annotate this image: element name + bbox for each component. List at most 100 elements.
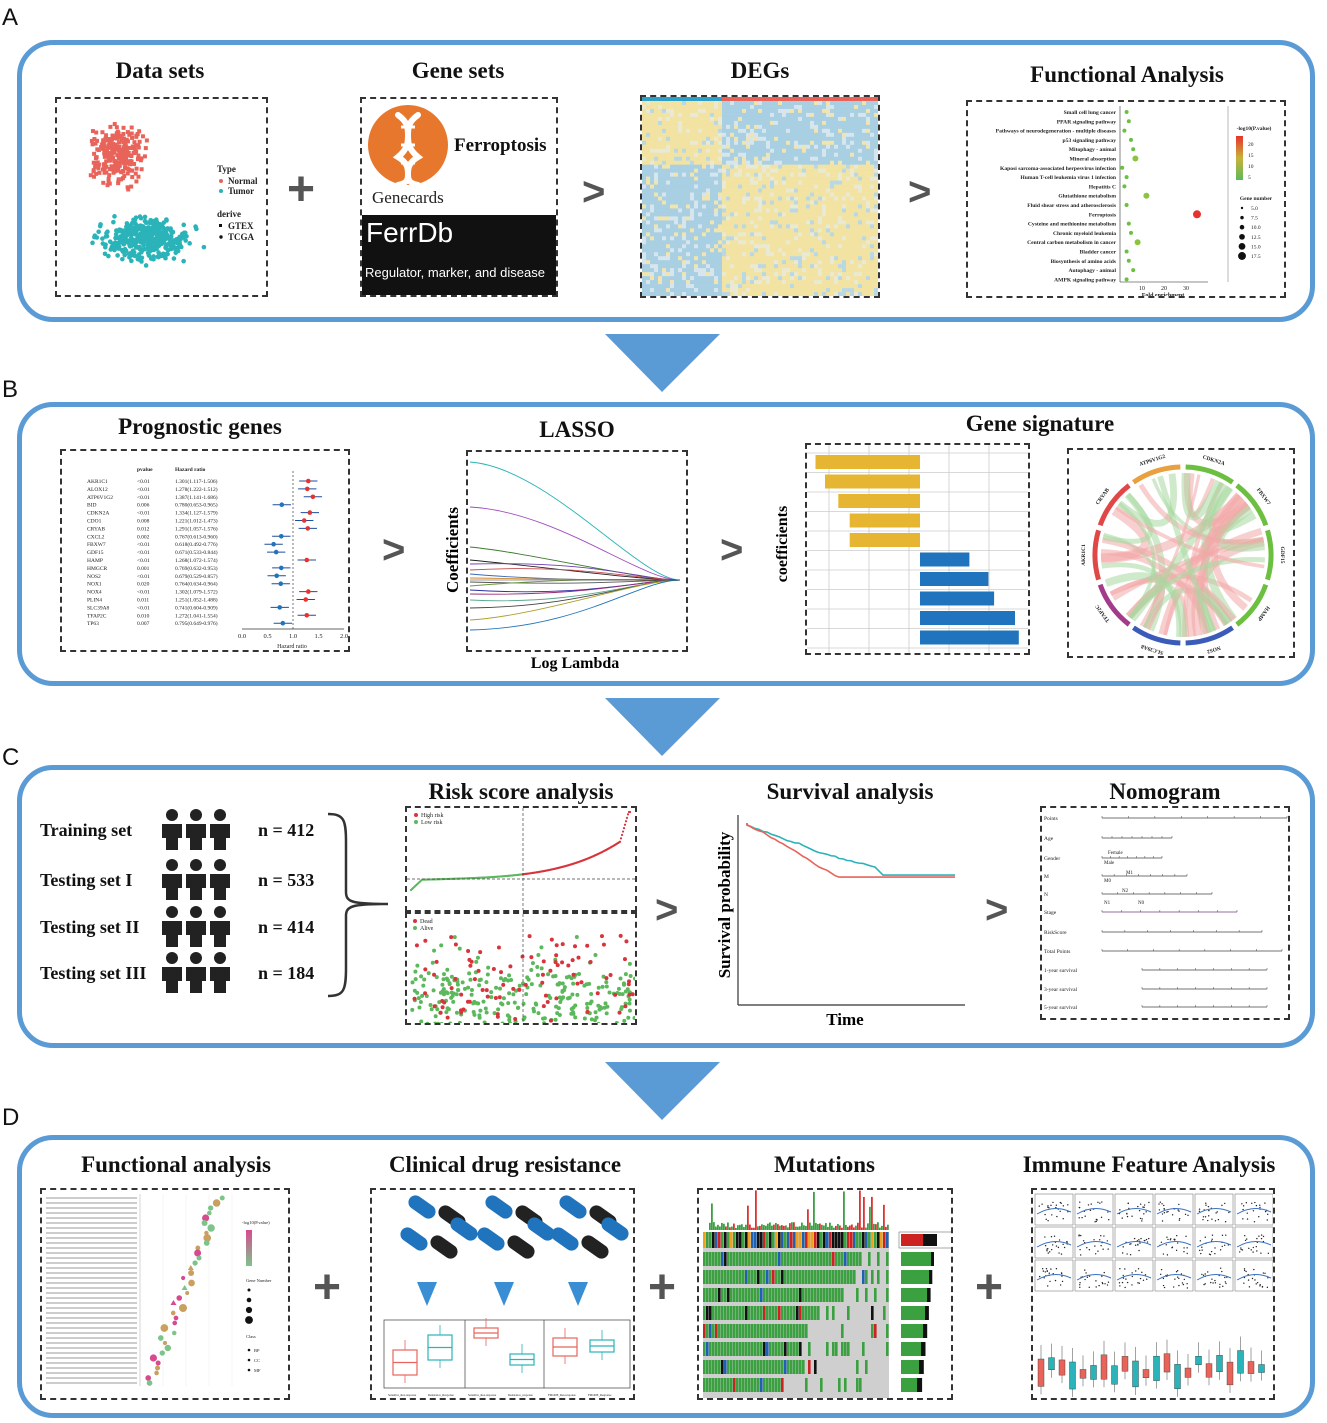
pval-tick: 20 bbox=[1248, 142, 1254, 148]
heat-cell bbox=[698, 244, 703, 249]
heat-cell bbox=[658, 140, 663, 146]
heat-cell bbox=[718, 172, 723, 177]
heat-cell bbox=[722, 101, 727, 106]
heat-cell bbox=[826, 172, 831, 177]
heat-cell bbox=[758, 136, 763, 142]
heat-cell bbox=[846, 176, 851, 181]
normal-point bbox=[122, 174, 127, 179]
heat-cell bbox=[850, 288, 855, 293]
heat-cell bbox=[730, 188, 735, 193]
heat-cell bbox=[754, 296, 758, 298]
tumor-point bbox=[149, 242, 155, 248]
heat-cell bbox=[670, 260, 675, 265]
heat-cell bbox=[694, 120, 699, 126]
heat-cell bbox=[818, 172, 823, 177]
heat-cell bbox=[714, 200, 719, 205]
tumor-point bbox=[121, 240, 127, 246]
heat-cell bbox=[642, 296, 646, 298]
heat-cell bbox=[738, 252, 743, 257]
heat-cell bbox=[726, 172, 731, 177]
heat-cell bbox=[770, 208, 775, 213]
heat-cell bbox=[770, 232, 775, 237]
heat-cell bbox=[682, 296, 686, 298]
normal-point bbox=[104, 148, 109, 153]
heat-cell bbox=[798, 164, 803, 169]
chord-label: GDF15 bbox=[1279, 546, 1285, 563]
heat-cell bbox=[782, 264, 787, 269]
heat-cell bbox=[810, 128, 815, 134]
heat-cell bbox=[654, 292, 659, 296]
alive-point bbox=[417, 1005, 422, 1010]
heat-cell bbox=[698, 236, 703, 241]
heat-cell bbox=[842, 160, 847, 165]
heat-cell bbox=[698, 108, 703, 114]
coefficient-bar bbox=[849, 513, 920, 528]
tumor-point bbox=[146, 253, 152, 258]
size-key bbox=[1238, 252, 1246, 260]
heat-cell bbox=[738, 200, 743, 205]
normal-point bbox=[107, 173, 112, 178]
heat-cell bbox=[786, 256, 791, 261]
heat-cell bbox=[806, 196, 811, 201]
heat-cell bbox=[874, 240, 878, 245]
heat-cell bbox=[750, 256, 755, 261]
normal-point bbox=[113, 159, 118, 164]
heat-cell bbox=[746, 272, 751, 277]
heat-cell bbox=[790, 140, 795, 146]
heat-cell bbox=[654, 280, 659, 285]
heat-cell bbox=[846, 180, 851, 185]
heat-cell bbox=[702, 140, 707, 146]
heat-cell bbox=[874, 208, 878, 213]
heat-cell bbox=[814, 176, 819, 181]
heat-cell bbox=[842, 256, 847, 261]
heat-cell bbox=[730, 252, 735, 257]
heat-cell bbox=[690, 260, 695, 265]
legend-tumor-key bbox=[219, 189, 223, 193]
tumor-point bbox=[187, 241, 192, 246]
mutation-cell bbox=[838, 1252, 841, 1266]
heat-cell bbox=[754, 200, 759, 205]
heat-cell bbox=[850, 184, 855, 189]
heat-cell bbox=[854, 148, 859, 154]
heat-cell bbox=[802, 216, 807, 221]
gene-pvalue: 0.007 bbox=[137, 621, 150, 627]
heat-cell bbox=[654, 208, 659, 213]
heat-cell bbox=[722, 200, 727, 205]
heat-cell bbox=[722, 268, 727, 273]
heat-cell bbox=[838, 136, 843, 142]
heat-cell bbox=[706, 128, 711, 134]
heat-cell bbox=[714, 101, 719, 106]
heat-cell bbox=[674, 200, 679, 205]
alive-point bbox=[521, 1001, 526, 1006]
heat-cell bbox=[710, 228, 715, 233]
heat-cell bbox=[790, 101, 795, 106]
term-marker bbox=[202, 1214, 210, 1222]
normal-point bbox=[142, 154, 147, 159]
chord-arc bbox=[1185, 625, 1234, 646]
heat-cell bbox=[654, 224, 659, 229]
alive-point bbox=[477, 983, 482, 988]
mutation-cell bbox=[760, 1232, 763, 1248]
heat-cell bbox=[870, 112, 875, 118]
heat-cell bbox=[790, 280, 795, 285]
mutation-cell bbox=[742, 1232, 745, 1248]
heat-cell bbox=[726, 292, 731, 296]
normal-point bbox=[94, 171, 99, 176]
heat-cell bbox=[742, 104, 747, 110]
heat-cell bbox=[826, 248, 831, 253]
heat-cell bbox=[750, 208, 755, 213]
heat-cell bbox=[666, 144, 671, 150]
heat-cell bbox=[694, 268, 699, 273]
heat-cell bbox=[762, 164, 767, 169]
heat-cell bbox=[730, 216, 735, 221]
high-risk-curve bbox=[746, 823, 955, 878]
heat-cell bbox=[830, 260, 835, 265]
heat-cell bbox=[758, 116, 763, 122]
heat-cell bbox=[878, 169, 880, 173]
legend-gtex-key bbox=[219, 224, 222, 227]
dead-point bbox=[529, 955, 534, 960]
heat-cell bbox=[678, 192, 683, 197]
heat-cell bbox=[750, 120, 755, 126]
alive-point bbox=[413, 977, 418, 982]
heat-cell bbox=[666, 156, 671, 161]
